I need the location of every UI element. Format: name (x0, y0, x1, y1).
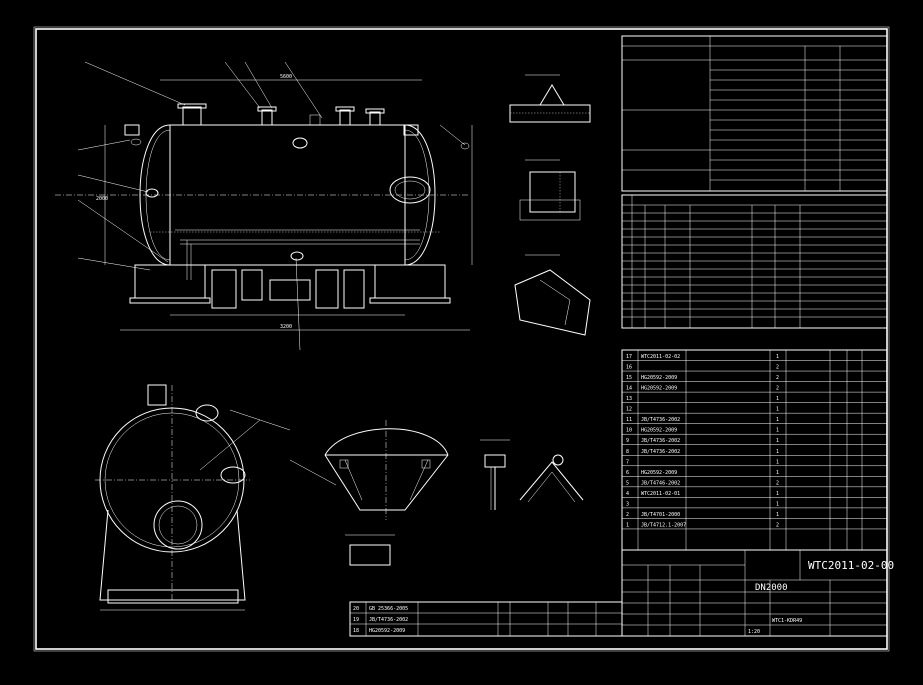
parts-row-number: 13 (626, 396, 632, 402)
parts-row-number: 6 (626, 470, 629, 476)
support-spacing-dimension: 3200 (280, 324, 292, 330)
drawing-code: WTC1-KDR49 (772, 618, 802, 624)
parts-row-number: 4 (626, 491, 629, 497)
drawing-frame (35, 28, 888, 650)
parts-row-quantity: 2 (776, 375, 779, 381)
parts-row-number: 17 (626, 354, 632, 360)
parts-row-standard: JB/T4736-2002 (641, 438, 680, 444)
parts-row-quantity: 1 (776, 407, 779, 413)
outer-border (33, 26, 890, 652)
parts-row-number: 9 (626, 438, 629, 444)
parts-row-number: 16 (626, 365, 632, 371)
parts-row-quantity: 1 (776, 417, 779, 423)
parts-row-standard: WTC2011-02-02 (641, 354, 680, 360)
drawing-scale: 1:20 (748, 629, 760, 635)
nozzle-table (621, 194, 888, 329)
title-block: WTC2011-02-00 DN2000 1:20 WTC1-KDR49 (621, 549, 894, 637)
parts-row-number: 14 (626, 386, 632, 392)
parts-row-quantity: 1 (776, 470, 779, 476)
parts-row-quantity: 1 (776, 459, 779, 465)
parts-row-quantity: 1 (776, 449, 779, 455)
overall-length-dimension: 5600 (280, 74, 292, 80)
parts-row-standard: JB/T4701-2000 (641, 512, 680, 518)
parts-row-standard: JB/T4712.1-2007 (641, 522, 686, 528)
lower-row-number: 18 (353, 628, 359, 634)
parts-row-standard: HG20592-2009 (641, 386, 677, 392)
parts-row-number: 1 (626, 522, 629, 528)
parts-row-number: 12 (626, 407, 632, 413)
lower-row-number: 20 (353, 606, 359, 612)
parts-row-number: 8 (626, 449, 629, 455)
weld-details (509, 74, 591, 336)
parts-row-standard: JB/T4736-2002 (641, 449, 680, 455)
parts-row-standard: HG20592-2009 (641, 375, 677, 381)
parts-row-number: 2 (626, 512, 629, 518)
parts-row-standard: HG20592-2009 (641, 470, 677, 476)
parts-row-quantity: 1 (776, 354, 779, 360)
end-view (95, 384, 291, 611)
parts-row-quantity: 1 (776, 501, 779, 507)
parts-row-standard: JB/T4736-2002 (641, 417, 680, 423)
parts-row-number: 7 (626, 459, 629, 465)
parts-row-standard: HG20592-2009 (641, 428, 677, 434)
requirements-rows (622, 69, 887, 181)
lower-row-standard: HG20592-2009 (369, 628, 405, 634)
parts-row-quantity: 1 (776, 428, 779, 434)
parts-row-number: 3 (626, 501, 629, 507)
lower-row-number: 19 (353, 617, 359, 623)
drawing-title: DN2000 (755, 583, 788, 593)
diameter-dimension: 2000 (96, 196, 108, 202)
parts-row-quantity: 1 (776, 396, 779, 402)
lower-row-standard: JB/T4736-2002 (369, 617, 408, 623)
parts-row-number: 11 (626, 417, 632, 423)
lower-row-standard: GB 25366-2005 (369, 606, 408, 612)
parts-row-quantity: 1 (776, 512, 779, 518)
parts-row-quantity: 1 (776, 438, 779, 444)
parts-row-number: 5 (626, 480, 629, 486)
parts-row-quantity: 2 (776, 365, 779, 371)
section-view (289, 420, 584, 566)
drawing-number: WTC2011-02-00 (808, 559, 894, 572)
parts-row-standard: JB/T4746-2002 (641, 480, 680, 486)
lower-parts-table: 20 GB 25366-2005 19 JB/T4736-2002 18 HG20592-… (349, 601, 623, 637)
parts-row-number: 10 (626, 428, 632, 434)
parts-row-quantity: 2 (776, 522, 779, 528)
parts-row-quantity: 1 (776, 491, 779, 497)
main-elevation-view: 5600 3200 2000 (55, 61, 473, 351)
parts-row-quantity: 2 (776, 386, 779, 392)
parts-row-standard: WTC2011-02-01 (641, 491, 680, 497)
parts-row-number: 15 (626, 375, 632, 381)
technical-requirements-table (621, 35, 888, 192)
parts-row-quantity: 2 (776, 480, 779, 486)
